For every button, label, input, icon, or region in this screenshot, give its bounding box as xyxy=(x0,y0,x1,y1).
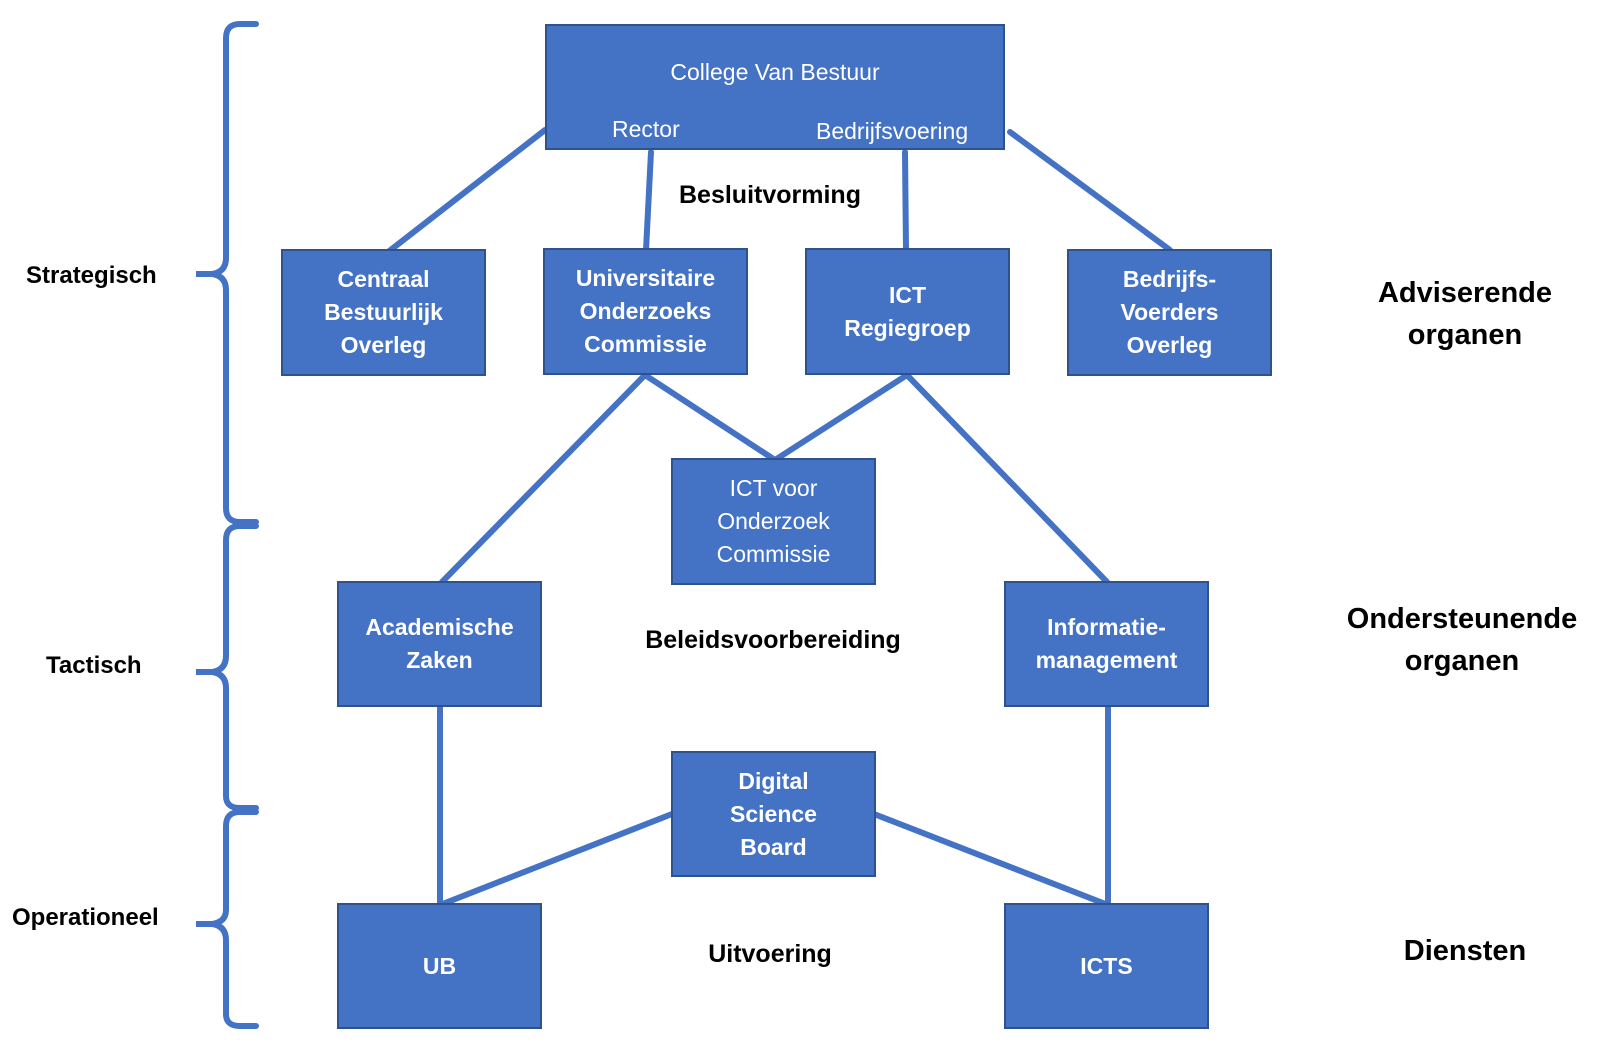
line-dsb-icts xyxy=(871,811,1111,908)
bedrijfsvoerders-overleg-label: Bedrijfs- Voerders Overleg xyxy=(1120,266,1219,358)
tactical-brace xyxy=(196,523,259,811)
academische-zaken-box: Academische Zaken xyxy=(337,581,542,707)
category-supporting-label: Ondersteunende organen xyxy=(1346,603,1578,677)
universitaire-onderzoeks-commissie-label: Universitaire Onderzoeks Commissie xyxy=(575,265,716,357)
ict-regiegroep-box: ICT Regiegroep xyxy=(805,248,1010,375)
level-operational-label: Operationeel xyxy=(12,904,159,931)
level-tactical-label: Tactisch xyxy=(46,652,142,679)
ict-voor-onderzoek-commissie-label: ICT voor Onderzoek Commissie xyxy=(716,475,831,567)
digital-science-board-label: Digital Science Board xyxy=(730,767,817,860)
college-van-bestuur-title: College Van Bestuur xyxy=(670,59,880,85)
line-cvb-cbo xyxy=(385,127,548,255)
line-operations-ictregie xyxy=(902,149,909,253)
category-advisory-label: Adviserende organen xyxy=(1377,277,1553,351)
line-uoc-ictonderzoek xyxy=(642,372,778,463)
level-strategic-label: Strategisch xyxy=(26,262,157,289)
informatiemanagement-box: Informatie- management xyxy=(1004,581,1209,707)
line-ictregie-ictonderzoek xyxy=(772,372,910,463)
informatiemanagement-label: Informatie- management xyxy=(1035,614,1178,673)
centraal-bestuurlijk-overleg-box: Centraal Bestuurlijk Overleg xyxy=(281,249,486,376)
line-dsb-ub xyxy=(437,811,675,908)
category-services-label: Diensten xyxy=(1403,935,1527,967)
ict-regiegroep-label: ICT Regiegroep xyxy=(844,281,971,341)
strategic-brace xyxy=(196,21,259,525)
rector-label: Rector xyxy=(612,116,680,142)
icts-label: ICTS xyxy=(1080,952,1133,979)
icts-box: ICTS xyxy=(1004,903,1209,1029)
college-van-bestuur-box: College Van Bestuur xyxy=(545,24,1005,150)
bedrijfsvoering-label: Bedrijfsvoering xyxy=(816,118,969,144)
centraal-bestuurlijk-overleg-label: Centraal Bestuurlijk Overleg xyxy=(324,266,443,358)
phase-decision-label: Besluitvorming xyxy=(679,181,861,209)
line-cvb-bvo xyxy=(1007,129,1173,253)
ub-box: UB xyxy=(337,903,542,1029)
line-rector-uoc xyxy=(643,149,654,253)
digital-science-board-box: Digital Science Board xyxy=(671,751,876,877)
phase-policy-label: Beleidsvoorbereiding xyxy=(645,626,901,654)
ict-voor-onderzoek-commissie-box: ICT voor Onderzoek Commissie xyxy=(671,458,876,585)
academische-zaken-label: Academische Zaken xyxy=(365,614,514,673)
operational-brace xyxy=(196,809,259,1029)
universitaire-onderzoeks-commissie-box: Universitaire Onderzoeks Commissie xyxy=(543,248,748,375)
phase-execution-label: Uitvoering xyxy=(708,940,832,968)
ub-label: UB xyxy=(422,952,457,979)
line-uoc-academischezaken xyxy=(439,372,648,585)
bedrijfsvoerders-overleg-box: Bedrijfs- Voerders Overleg xyxy=(1067,249,1272,376)
line-ictregie-informatiemanagement xyxy=(904,372,1110,585)
